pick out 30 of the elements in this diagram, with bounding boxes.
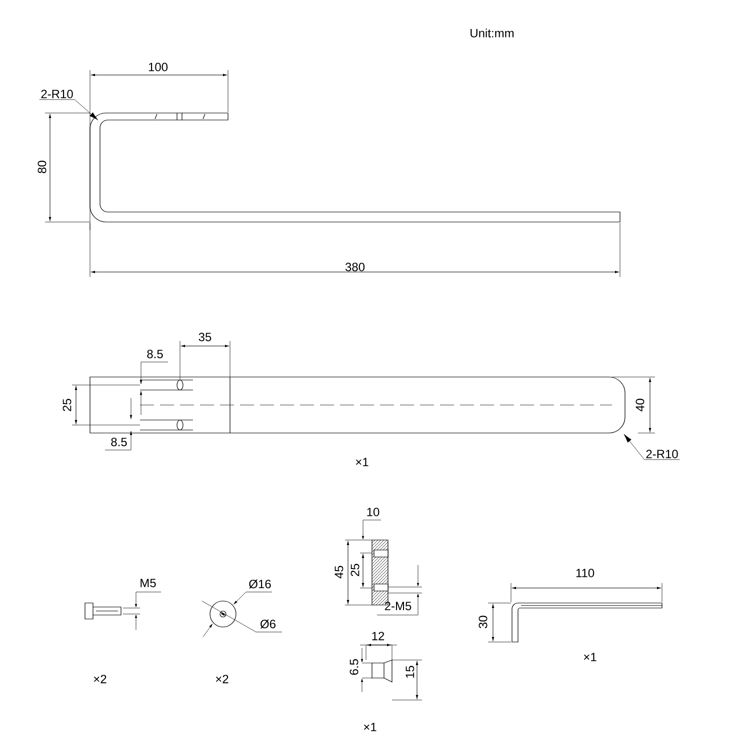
dimension-label: 45 — [334, 566, 344, 578]
dimension-label: Unit:mm — [470, 28, 514, 38]
dimension-label: 2-M5 — [384, 602, 412, 610]
dimension-label: M5 — [140, 578, 156, 588]
dimension-label: 8.5 — [147, 350, 163, 358]
dimension-label: ×2 — [94, 674, 106, 684]
dimension-label: 110 — [576, 568, 594, 578]
leader-line — [39, 99, 98, 120]
dimension-label: ×1 — [356, 458, 368, 466]
radius-label: 2-R10 — [646, 450, 678, 458]
bracket-side-view-drawing — [90, 112, 620, 222]
plate-top-view-drawing — [90, 376, 626, 434]
dimension-label: ×1 — [364, 722, 376, 732]
dimension-label: ×2 — [216, 674, 228, 684]
dimension-label: ×1 — [584, 652, 596, 662]
radius-label: 2-R10 — [41, 90, 73, 98]
dimension-label: 15 — [406, 666, 414, 678]
dimension-label: Ø16 — [249, 580, 271, 588]
dimension-label: 6.5 — [350, 659, 358, 675]
dimension-label: 100 — [148, 62, 168, 72]
dimension-label: 10 — [367, 508, 380, 516]
leader-line — [624, 434, 680, 460]
dimension-label: 12 — [372, 632, 384, 640]
dimension-label: 380 — [345, 262, 365, 272]
dimension-label: Ø6 — [260, 620, 276, 628]
dimension-label: 25 — [62, 398, 72, 412]
dimension-label: 25 — [350, 564, 360, 576]
dimension-label: 30 — [478, 616, 488, 628]
dimension-label: 35 — [198, 332, 212, 342]
dimension-label: 80 — [38, 160, 46, 174]
